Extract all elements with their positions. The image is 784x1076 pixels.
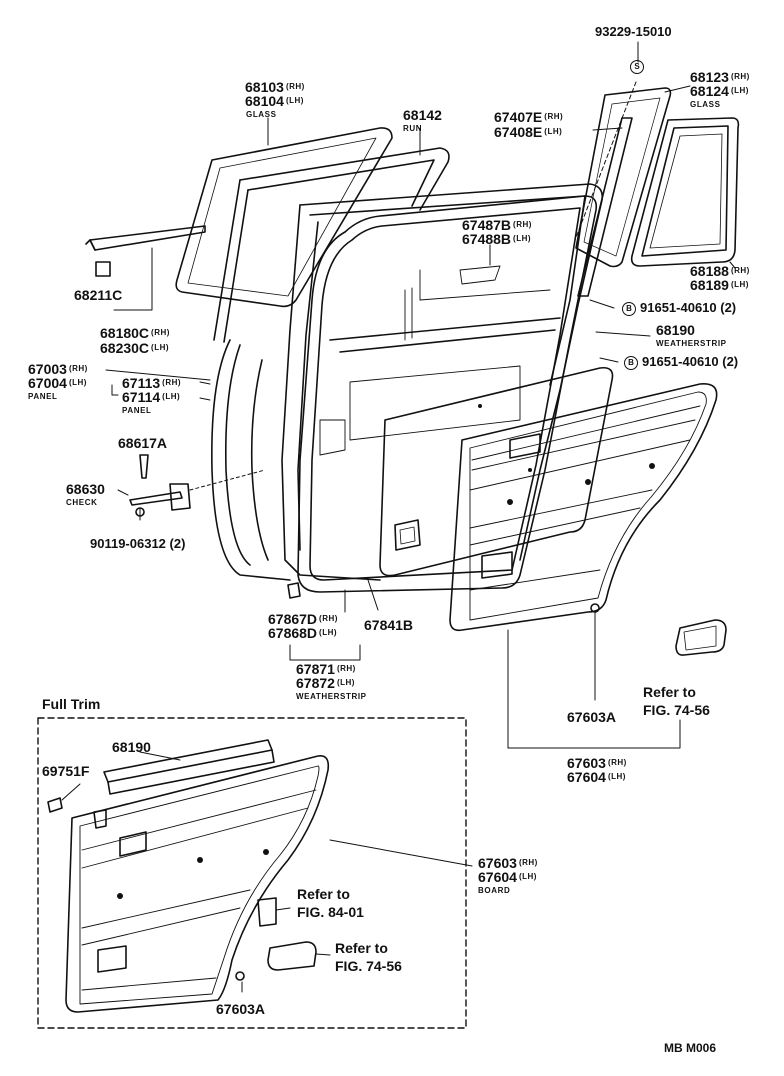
label-90119-06312: 90119-06312 (2)	[90, 536, 186, 551]
label-ft-67603A: 67603A	[216, 1001, 266, 1017]
label-68180C: 68180C(RH)	[100, 325, 170, 341]
run-68142	[213, 147, 450, 343]
caption-weatherstrip: WEATHERSTRIP	[656, 339, 727, 348]
label-67868D: 67868D(LH)	[268, 625, 338, 641]
caption-board: BOARD	[478, 886, 511, 895]
full-trim-frame	[37, 717, 467, 1029]
label-91651-40610-a: 91651-40610 (2)	[640, 300, 737, 315]
label-68630: 68630	[66, 481, 105, 497]
footer-code: MB M006	[664, 1041, 717, 1055]
glass-68123	[575, 87, 672, 268]
glass-68103	[175, 127, 393, 308]
trim-board-67603	[449, 383, 718, 632]
label-67871: 67871(RH)	[296, 661, 356, 677]
label-ft-67604: 67604(LH)	[478, 869, 537, 885]
caption-run: RUN	[403, 124, 423, 133]
label-67408E: 67408E(LH)	[494, 124, 563, 140]
refer-fig-84-01: FIG. 84-01	[297, 904, 364, 920]
refer-to-label-2: Refer to	[297, 886, 350, 902]
leader-lines	[105, 41, 736, 749]
label-68211C: 68211C	[74, 287, 123, 303]
label-68124: 68124(LH)	[690, 83, 749, 99]
label-68230C: 68230C(LH)	[100, 340, 170, 356]
label-67603A: 67603A	[567, 709, 617, 725]
pull-handle	[675, 619, 727, 656]
s-symbol-icon: S	[630, 60, 644, 74]
cover-67867D	[287, 582, 301, 599]
label-68104: 68104(LH)	[245, 93, 304, 109]
full-trim-leaders	[61, 751, 473, 993]
label-68103: 68103(RH)	[245, 79, 305, 95]
caption-weatherstrip-2: WEATHERSTRIP	[296, 692, 367, 701]
label-67604: 67604(LH)	[567, 769, 626, 785]
label-67603: 67603(RH)	[567, 755, 627, 771]
label-ft-68190: 68190	[112, 739, 151, 755]
label-67488B: 67488B(LH)	[462, 231, 532, 247]
door-check	[129, 454, 191, 517]
label-68617A: 68617A	[118, 435, 168, 451]
label-67872: 67872(LH)	[296, 675, 355, 691]
b-symbol-icon-2: B	[624, 356, 638, 370]
clip-68211C	[95, 261, 111, 277]
refer-to-label: Refer to	[643, 684, 696, 700]
label-67114: 67114(LH)	[122, 389, 181, 405]
label-68189: 68189(LH)	[690, 277, 749, 293]
moulding-68180C	[85, 225, 206, 251]
label-67113: 67113(RH)	[122, 375, 182, 391]
label-67003: 67003(RH)	[28, 361, 88, 377]
label-ft-67603: 67603(RH)	[478, 855, 538, 871]
refer-fig-74-56: FIG. 74-56	[643, 702, 710, 718]
caption-panel-2: PANEL	[122, 406, 152, 415]
service-cover-67841B	[379, 366, 614, 577]
caption-panel: PANEL	[28, 392, 58, 401]
label-68123: 68123(RH)	[690, 69, 750, 85]
label-67407E: 67407E(RH)	[494, 109, 564, 125]
label-67004: 67004(LH)	[28, 375, 87, 391]
label-68188: 68188(RH)	[690, 263, 750, 279]
label-67841B: 67841B	[364, 617, 414, 633]
label-91651-40610-b: 91651-40610 (2)	[642, 354, 739, 369]
refer-to-label-3: Refer to	[335, 940, 388, 956]
label-69751F: 69751F	[42, 763, 90, 779]
refer-fig-74-56-2: FIG. 74-56	[335, 958, 402, 974]
weatherstrip-67871	[297, 195, 598, 593]
full-trim-board	[47, 739, 330, 1013]
label-68142: 68142	[403, 107, 442, 123]
label-93229-15010: 93229-15010	[595, 24, 672, 39]
weatherstrip-68188	[630, 117, 740, 267]
run-67407E	[577, 117, 633, 297]
label-68190: 68190	[656, 322, 695, 338]
caption-check: CHECK	[66, 498, 98, 507]
caption-glass-2: GLASS	[690, 100, 721, 109]
label-67867D: 67867D(RH)	[268, 611, 338, 627]
door-frame	[211, 183, 604, 581]
b-symbol-icon: B	[622, 302, 636, 316]
label-67487B: 67487B(RH)	[462, 217, 532, 233]
caption-glass: GLASS	[246, 110, 277, 119]
full-trim-title: Full Trim	[42, 696, 101, 712]
